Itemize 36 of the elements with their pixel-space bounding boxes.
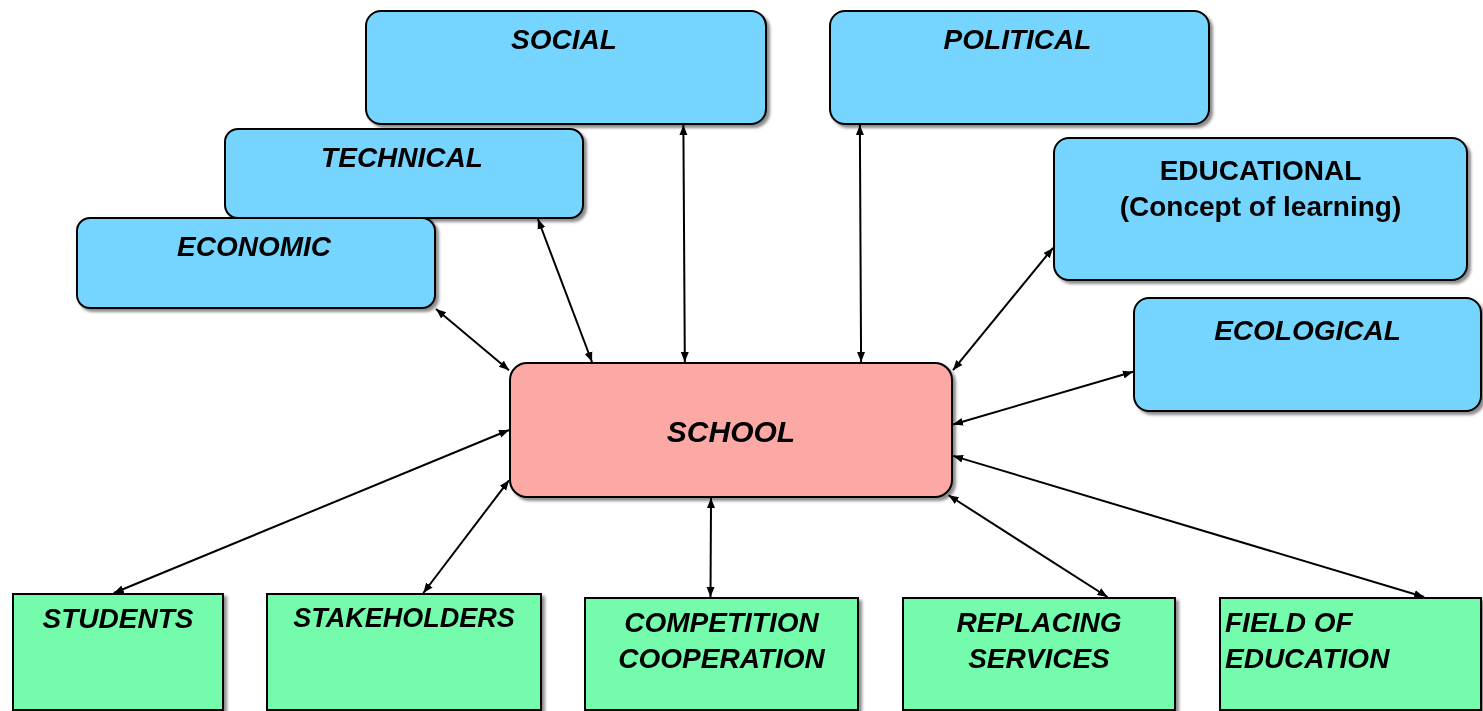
box-title: FIELD OF EDUCATION bbox=[1225, 606, 1391, 677]
category-box bbox=[76, 217, 436, 309]
double-arrow bbox=[679, 124, 689, 363]
double-arrow bbox=[952, 246, 1054, 372]
category-box bbox=[1053, 137, 1468, 281]
category-box bbox=[224, 128, 584, 219]
factor-box bbox=[584, 597, 859, 711]
double-arrow bbox=[947, 494, 1109, 598]
box-title: TECHNICAL bbox=[320, 141, 484, 175]
box-title: COMPETITION COOPERATION bbox=[617, 606, 826, 677]
factor-box bbox=[1219, 597, 1482, 711]
double-arrow bbox=[435, 308, 510, 372]
box-title: EDUCATIONAL bbox=[1158, 154, 1363, 188]
double-arrow bbox=[706, 497, 715, 598]
category-box bbox=[365, 10, 767, 125]
box-title: ECOLOGICAL bbox=[1213, 314, 1402, 348]
factor-box bbox=[266, 593, 542, 711]
box-title: POLITICAL bbox=[942, 23, 1093, 57]
box-title: SOCIAL bbox=[510, 23, 618, 57]
double-arrow bbox=[952, 370, 1134, 426]
category-box bbox=[829, 10, 1210, 125]
double-arrow bbox=[536, 218, 594, 363]
double-arrow bbox=[952, 454, 1426, 598]
box-title: STUDENTS bbox=[41, 602, 195, 636]
double-arrow bbox=[855, 124, 866, 363]
box-title: STAKEHOLDERS bbox=[292, 602, 516, 635]
box-title: SCHOOL bbox=[665, 414, 797, 450]
double-arrow bbox=[422, 479, 510, 594]
box-title: ECONOMIC bbox=[176, 230, 332, 264]
factor-box bbox=[12, 593, 224, 711]
factor-box bbox=[902, 597, 1176, 711]
box-subtitle: (Concept of learning) bbox=[1118, 190, 1403, 225]
central-box bbox=[509, 362, 953, 498]
double-arrow bbox=[112, 429, 510, 594]
category-box bbox=[1133, 297, 1482, 412]
box-title: REPLACING SERVICES bbox=[955, 606, 1123, 677]
